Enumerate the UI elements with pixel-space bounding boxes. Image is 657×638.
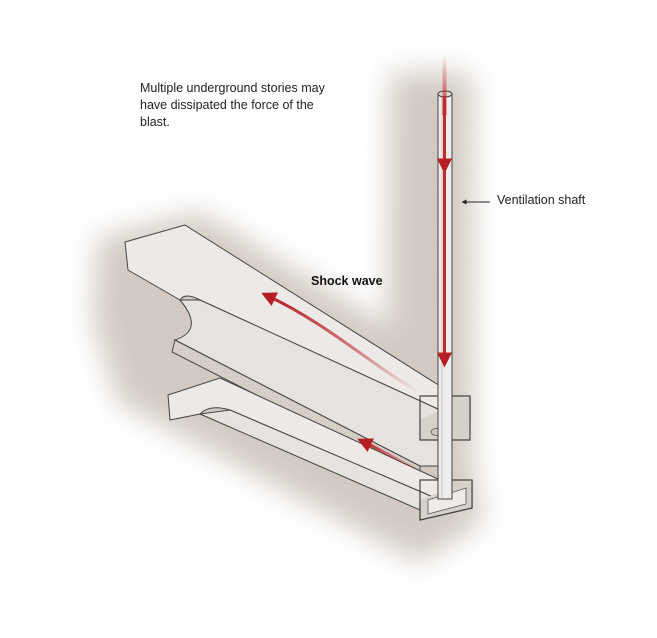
blast-caption: Multiple underground stories may have di… — [140, 81, 325, 129]
shock-wave-label: Shock wave — [311, 274, 383, 288]
lower-tunnel — [167, 377, 473, 521]
shock-wave-arrow-upper — [261, 292, 421, 394]
shock-wave-arrow-lower — [357, 438, 421, 472]
ventilation-shaft — [437, 55, 453, 500]
ventilation-shaft-label: Ventilation shaft — [497, 193, 586, 207]
